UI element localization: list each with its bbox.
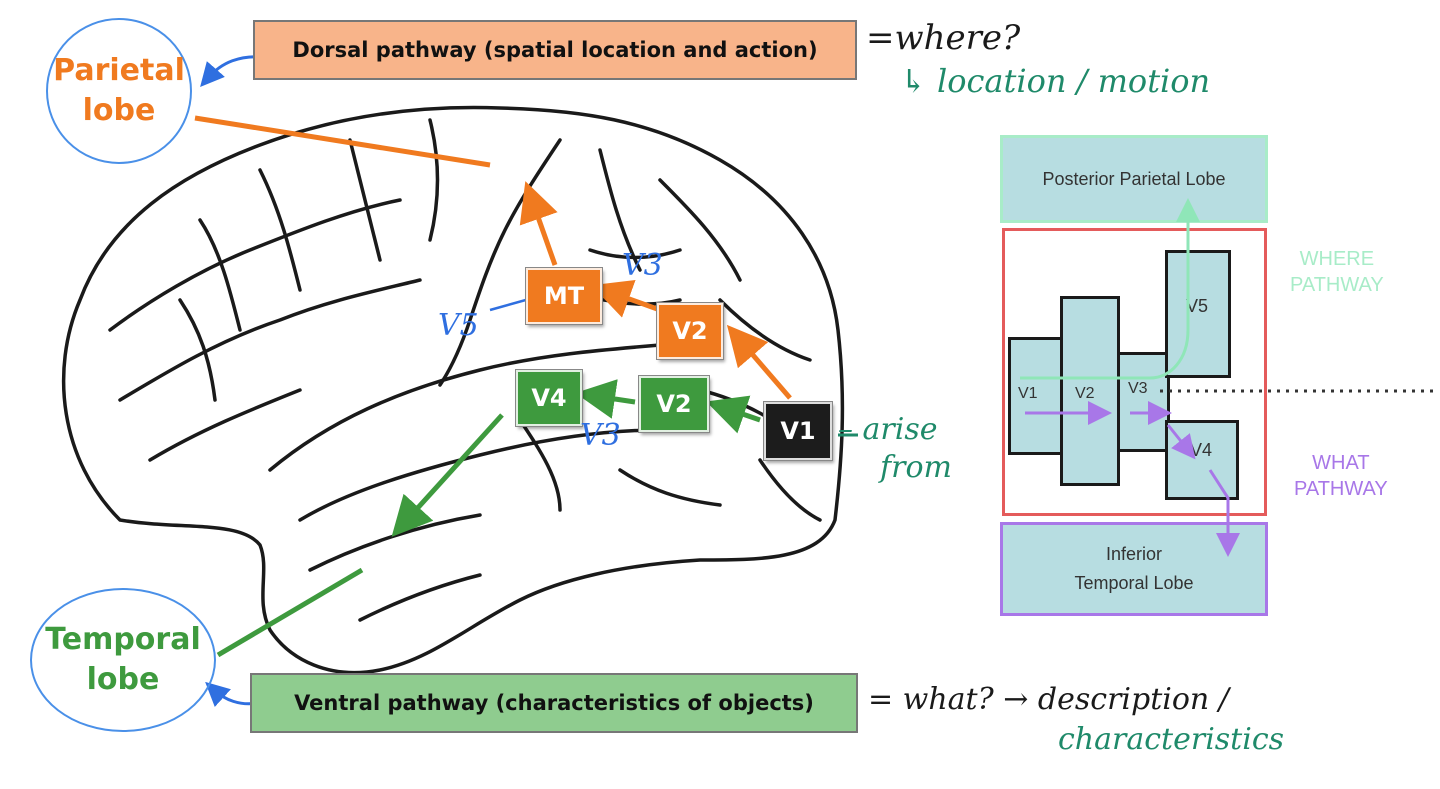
v3-lower-annotation: V3	[580, 418, 621, 453]
parietal-label-line2: lobe	[82, 93, 156, 128]
inferior-temporal-line2: Temporal Lobe	[1074, 573, 1194, 593]
temporal-lobe-label: Temporal lobe	[30, 588, 216, 732]
box-v2-label: V2	[1075, 385, 1095, 402]
box-v3	[1117, 352, 1170, 452]
area-v4-box: V4	[516, 370, 582, 426]
parietal-lobe-label: Parietal lobe	[46, 18, 192, 164]
from-annotation: from	[880, 450, 952, 485]
inferior-temporal-box: Inferior Temporal Lobe	[1000, 522, 1268, 616]
ventral-pathway-banner: Ventral pathway (characteristics of obje…	[250, 673, 858, 733]
temporal-label-line1: Temporal	[45, 621, 201, 657]
what-arrow-v4-it	[1208, 469, 1240, 557]
box-v1	[1008, 337, 1064, 455]
area-mt-box: MT	[526, 268, 602, 324]
characteristics-annotation: characteristics	[1058, 722, 1285, 757]
what-annotation: = what? → description /	[868, 682, 1229, 717]
area-v2-ventral-box: V2	[639, 376, 709, 432]
visual-cortex-frame	[1002, 228, 1267, 516]
where-pathway-label: WHERE PATHWAY	[1290, 246, 1384, 298]
arrow-mt-to-parietal	[519, 181, 558, 266]
v5-annotation: V5	[438, 308, 479, 343]
where-line1: WHERE	[1299, 248, 1375, 270]
dorsal-pathway-banner: Dorsal pathway (spatial location and act…	[253, 20, 857, 80]
v3-upper-annotation: V3	[622, 248, 663, 283]
where-pathway-arrow	[1020, 198, 1200, 380]
arrow-v2-to-v4	[575, 379, 636, 419]
arrow-v4-to-temporal	[391, 413, 504, 537]
box-v4-label: V4	[1190, 440, 1213, 460]
where-annotation: =where?	[866, 18, 1021, 58]
location-motion-annotation: ↳ location / motion	[900, 62, 1211, 100]
area-v2-dorsal-box: V2	[657, 303, 723, 359]
what-line1: WHAT	[1312, 452, 1370, 474]
inferior-temporal-line1: Inferior	[1105, 544, 1162, 565]
arrow-v2-to-mt	[591, 279, 661, 318]
what-pathway-label: WHAT PATHWAY	[1294, 450, 1388, 502]
temporal-pointer-line	[216, 567, 364, 658]
arrow-v1-to-v2-ventral	[706, 395, 761, 434]
what-arrow-v3-v4	[1166, 424, 1196, 460]
parietal-label-line1: Parietal	[53, 52, 185, 88]
box-v3-label: V3	[1128, 380, 1148, 397]
parietal-pointer-line	[194, 115, 491, 168]
what-line2: PATHWAY	[1294, 478, 1388, 500]
area-v1-box: V1	[764, 402, 832, 460]
where-line2: PATHWAY	[1290, 274, 1384, 296]
posterior-parietal-box: Posterior Parietal Lobe	[1000, 135, 1268, 223]
box-v5	[1165, 250, 1231, 378]
posterior-parietal-label: Posterior Parietal Lobe	[1042, 168, 1226, 189]
box-v1-label: V1	[1018, 385, 1038, 402]
arise-annotation: – arise	[838, 412, 938, 447]
arrow-v1-to-v2	[726, 324, 792, 400]
box-v5-label: V5	[1186, 296, 1209, 316]
temporal-label-line2: lobe	[86, 662, 160, 697]
